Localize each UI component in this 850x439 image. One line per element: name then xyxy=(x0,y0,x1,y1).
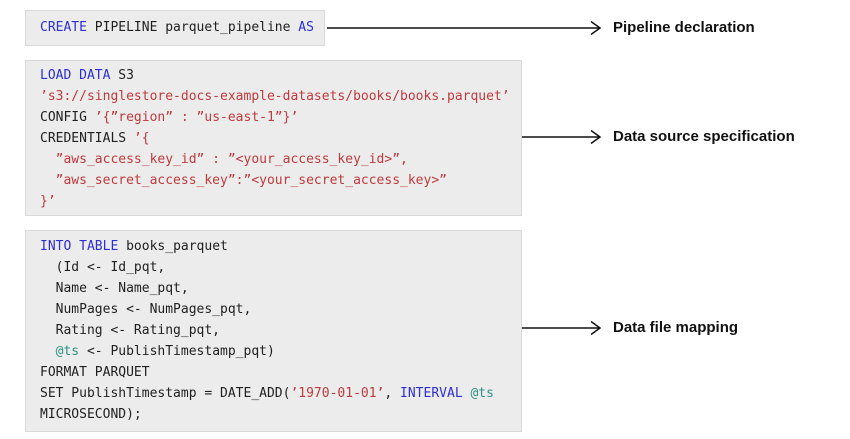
code-token-kw: AS xyxy=(298,20,314,35)
annotation-data-source-specification: Data source specification xyxy=(613,128,795,145)
code-block-data-source-specification: LOAD DATA S3 ’s3://singlestore-docs-examp… xyxy=(25,60,522,216)
code-line: ”aws_access_key_id” : ”<your_access_key_… xyxy=(40,149,521,170)
code-token-var: @ts xyxy=(55,344,80,359)
code-line: FORMAT PARQUET xyxy=(40,362,521,383)
code-line: ”aws_secret_access_key”:”<your_secret_ac… xyxy=(40,170,521,191)
code-token-var: @ts xyxy=(470,386,494,401)
code-block-pipeline-declaration: CREATE PIPELINE parquet_pipeline AS xyxy=(25,10,325,46)
code-token-plain: SET PublishTimestamp = DATE_ADD( xyxy=(40,386,291,401)
code-line: SET PublishTimestamp = DATE_ADD(’1970-01… xyxy=(40,383,521,404)
code-token-str: ”aws_access_key_id” : ”<your_access_key_… xyxy=(40,152,408,167)
code-token-str: ’1970-01-01’ xyxy=(290,386,385,401)
code-line: LOAD DATA S3 xyxy=(40,65,521,86)
code-line: Name <- Name_pqt, xyxy=(40,278,521,299)
code-token-plain: Name <- Name_pqt, xyxy=(40,281,189,296)
code-token-kw: INTERVAL xyxy=(400,386,463,401)
code-token-kw: LOAD DATA xyxy=(40,68,111,83)
code-line: ’s3://singlestore-docs-example-datasets/… xyxy=(40,86,521,107)
code-line: Rating <- Rating_pqt, xyxy=(40,320,521,341)
code-token-str: ’{”region” : ”us-east-1”}’ xyxy=(94,110,299,125)
code-token-plain: PIPELINE parquet_pipeline xyxy=(86,20,299,35)
code-block-data-file-mapping: INTO TABLE books_parquet (Id <- Id_pqt, … xyxy=(25,230,522,432)
annotation-data-file-mapping: Data file mapping xyxy=(613,319,739,336)
code-token-kw: INTO TABLE xyxy=(40,239,119,254)
code-line: NumPages <- NumPages_pqt, xyxy=(40,299,521,320)
code-line: @ts <- PublishTimestamp_pqt) xyxy=(40,341,521,362)
code-token-str: ”aws_secret_access_key”:”<your_secret_ac… xyxy=(40,173,447,188)
code-token-plain: S3 xyxy=(110,68,134,83)
right-arrow-icon xyxy=(522,320,602,336)
annotation-pipeline-declaration: Pipeline declaration xyxy=(613,19,755,36)
code-line: }’ xyxy=(40,191,521,212)
code-token-str: ’s3://singlestore-docs-example-datasets/… xyxy=(40,89,510,104)
code-line: CONFIG ’{”region” : ”us-east-1”}’ xyxy=(40,107,521,128)
code-line: CREDENTIALS ’{ xyxy=(40,128,521,149)
code-token-plain: MICROSECOND); xyxy=(40,407,142,422)
code-token-plain: , xyxy=(384,386,401,401)
code-token-plain: CONFIG xyxy=(40,110,95,125)
code-token-plain: FORMAT PARQUET xyxy=(40,365,150,380)
code-line: CREATE PIPELINE parquet_pipeline AS xyxy=(40,17,324,38)
code-token-kw: CREATE xyxy=(40,20,87,35)
code-line: INTO TABLE books_parquet xyxy=(40,236,521,257)
right-arrow-icon xyxy=(522,129,602,145)
code-token-plain xyxy=(40,344,56,359)
code-token-plain: NumPages <- NumPages_pqt, xyxy=(40,302,252,317)
code-line: MICROSECOND); xyxy=(40,404,521,425)
code-line: (Id <- Id_pqt, xyxy=(40,257,521,278)
code-token-str: }’ xyxy=(40,194,56,209)
right-arrow-icon xyxy=(327,20,602,36)
code-token-plain: CREDENTIALS xyxy=(40,131,134,146)
code-token-plain: (Id <- Id_pqt, xyxy=(40,260,166,275)
code-token-plain: Rating <- Rating_pqt, xyxy=(40,323,221,338)
code-token-plain: books_parquet xyxy=(118,239,228,254)
code-token-str: ’{ xyxy=(133,131,150,146)
code-token-plain: <- PublishTimestamp_pqt) xyxy=(79,344,275,359)
